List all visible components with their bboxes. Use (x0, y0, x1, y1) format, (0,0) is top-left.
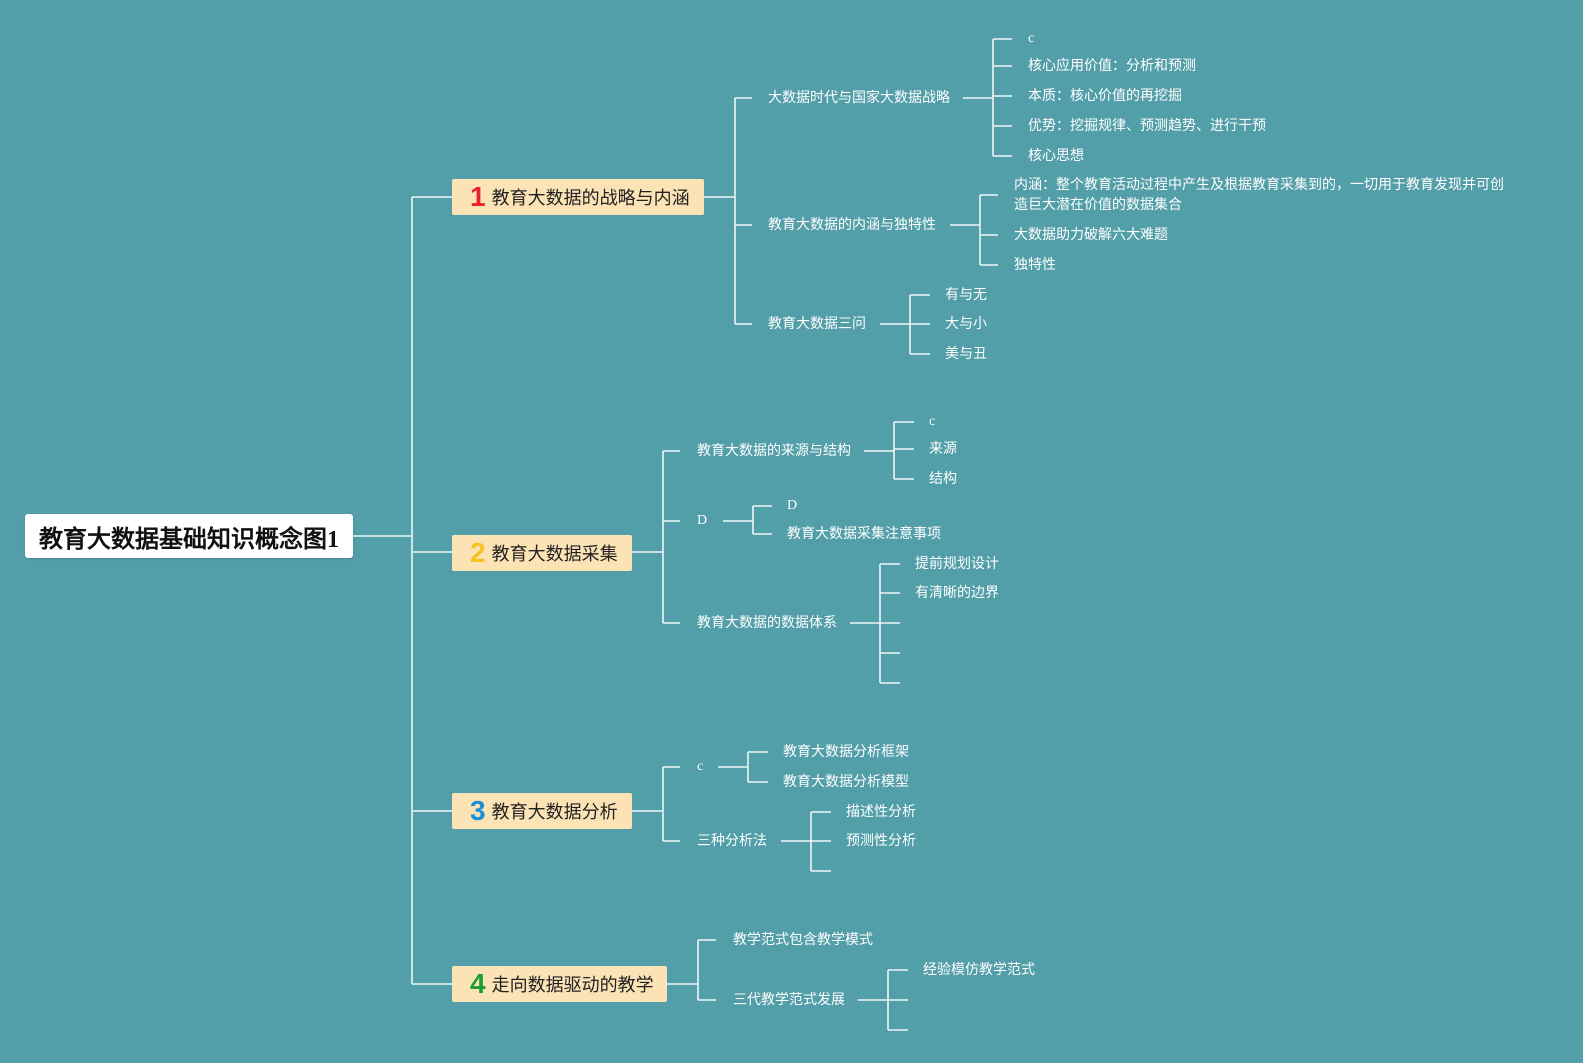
b2-s1-leaf-1[interactable]: c (929, 414, 936, 429)
connector-b1-s1 (963, 38, 1012, 157)
b3-s1-leaf-2[interactable]: 教育大数据分析模型 (783, 774, 909, 790)
connector-b2-s2 (723, 505, 772, 535)
b1-s3-leaf-3[interactable]: 美与丑 (945, 346, 987, 362)
b2-sub-2[interactable]: D (697, 513, 708, 528)
b3-sub-2[interactable]: 三种分析法 (697, 833, 767, 849)
branch-2-label: 教育大数据采集 (491, 544, 618, 565)
connector-b1 (704, 97, 752, 325)
branch-1-number: 1 (470, 181, 486, 212)
connector-b4 (667, 939, 716, 1001)
b2-sub-1[interactable]: 教育大数据的来源与结构 (697, 443, 851, 459)
b2-s2-leaf-2[interactable]: 教育大数据采集注意事项 (787, 526, 941, 542)
root-title: 教育大数据基础知识概念图1 (25, 514, 353, 558)
b1-sub-2[interactable]: 教育大数据的内涵与独特性 (768, 217, 936, 233)
branch-4-node[interactable]: 4 走向数据驱动的教学 (452, 966, 667, 1002)
b4-sub-2[interactable]: 三代教学范式发展 (733, 992, 845, 1008)
b2-s3-leaf-1[interactable]: 提前规划设计 (915, 556, 999, 572)
b4-s2-leaf-1[interactable]: 经验模仿教学范式 (923, 962, 1035, 978)
connector-b2-s1 (864, 421, 914, 480)
b2-sub-3[interactable]: 教育大数据的数据体系 (697, 615, 837, 631)
b1-s1-leaf-1[interactable]: c (1028, 31, 1035, 46)
branch-1-node[interactable]: 1 教育大数据的战略与内涵 (452, 179, 704, 215)
b1-sub-3[interactable]: 教育大数据三问 (768, 316, 866, 332)
branch-4-number: 4 (470, 968, 486, 999)
connector-b1-s2 (950, 194, 998, 266)
b1-s1-leaf-3[interactable]: 本质：核心价值的再挖掘 (1028, 88, 1182, 104)
connector-b2 (632, 450, 680, 624)
branch-3-node[interactable]: 3 教育大数据分析 (452, 793, 632, 829)
b1-s3-leaf-2[interactable]: 大与小 (945, 316, 987, 332)
branch-4-label: 走向数据驱动的教学 (491, 975, 654, 996)
connector-b3-s1 (718, 751, 768, 783)
b4-sub-1[interactable]: 教学范式包含教学模式 (733, 932, 873, 948)
b1-s1-leaf-5[interactable]: 核心思想 (1028, 148, 1084, 164)
connector-b3 (632, 766, 680, 842)
b3-s2-leaf-1[interactable]: 描述性分析 (846, 804, 916, 820)
connector-root (353, 196, 452, 985)
branch-2-number: 2 (470, 537, 486, 568)
b1-s2-leaf-2[interactable]: 大数据助力破解六大难题 (1014, 227, 1168, 243)
connector-b4-s2 (858, 969, 908, 1031)
b3-sub-1[interactable]: c (697, 759, 704, 774)
b2-s1-leaf-2[interactable]: 来源 (929, 441, 957, 457)
b1-s1-leaf-4[interactable]: 优势：挖掘规律、预测趋势、进行干预 (1028, 118, 1266, 134)
b1-s2-leaf-1[interactable]: 内涵：整个教育活动过程中产生及根据教育采集到的，一切用于教育发现并可创造巨大潜在… (1014, 177, 1504, 213)
b1-s2-leaf-3[interactable]: 独特性 (1014, 257, 1056, 273)
connector-b2-s3 (850, 563, 900, 684)
b2-s3-leaf-2[interactable]: 有清晰的边界 (915, 585, 999, 601)
b2-s1-leaf-3[interactable]: 结构 (929, 471, 957, 487)
b3-s2-leaf-2[interactable]: 预测性分析 (846, 833, 916, 849)
branch-2-node[interactable]: 2 教育大数据采集 (452, 535, 632, 571)
branch-3-label: 教育大数据分析 (491, 802, 618, 823)
b1-s3-leaf-1[interactable]: 有与无 (945, 287, 987, 303)
connector-b3-s2 (781, 811, 831, 872)
branch-1-label: 教育大数据的战略与内涵 (491, 188, 690, 209)
b2-s2-leaf-1[interactable]: D (787, 498, 798, 513)
b1-s1-leaf-2[interactable]: 核心应用价值：分析和预测 (1028, 58, 1196, 74)
b3-s1-leaf-1[interactable]: 教育大数据分析框架 (783, 744, 909, 760)
branch-3-number: 3 (470, 795, 486, 826)
connector-b1-s3 (880, 294, 930, 355)
b1-sub-1[interactable]: 大数据时代与国家大数据战略 (768, 90, 950, 106)
